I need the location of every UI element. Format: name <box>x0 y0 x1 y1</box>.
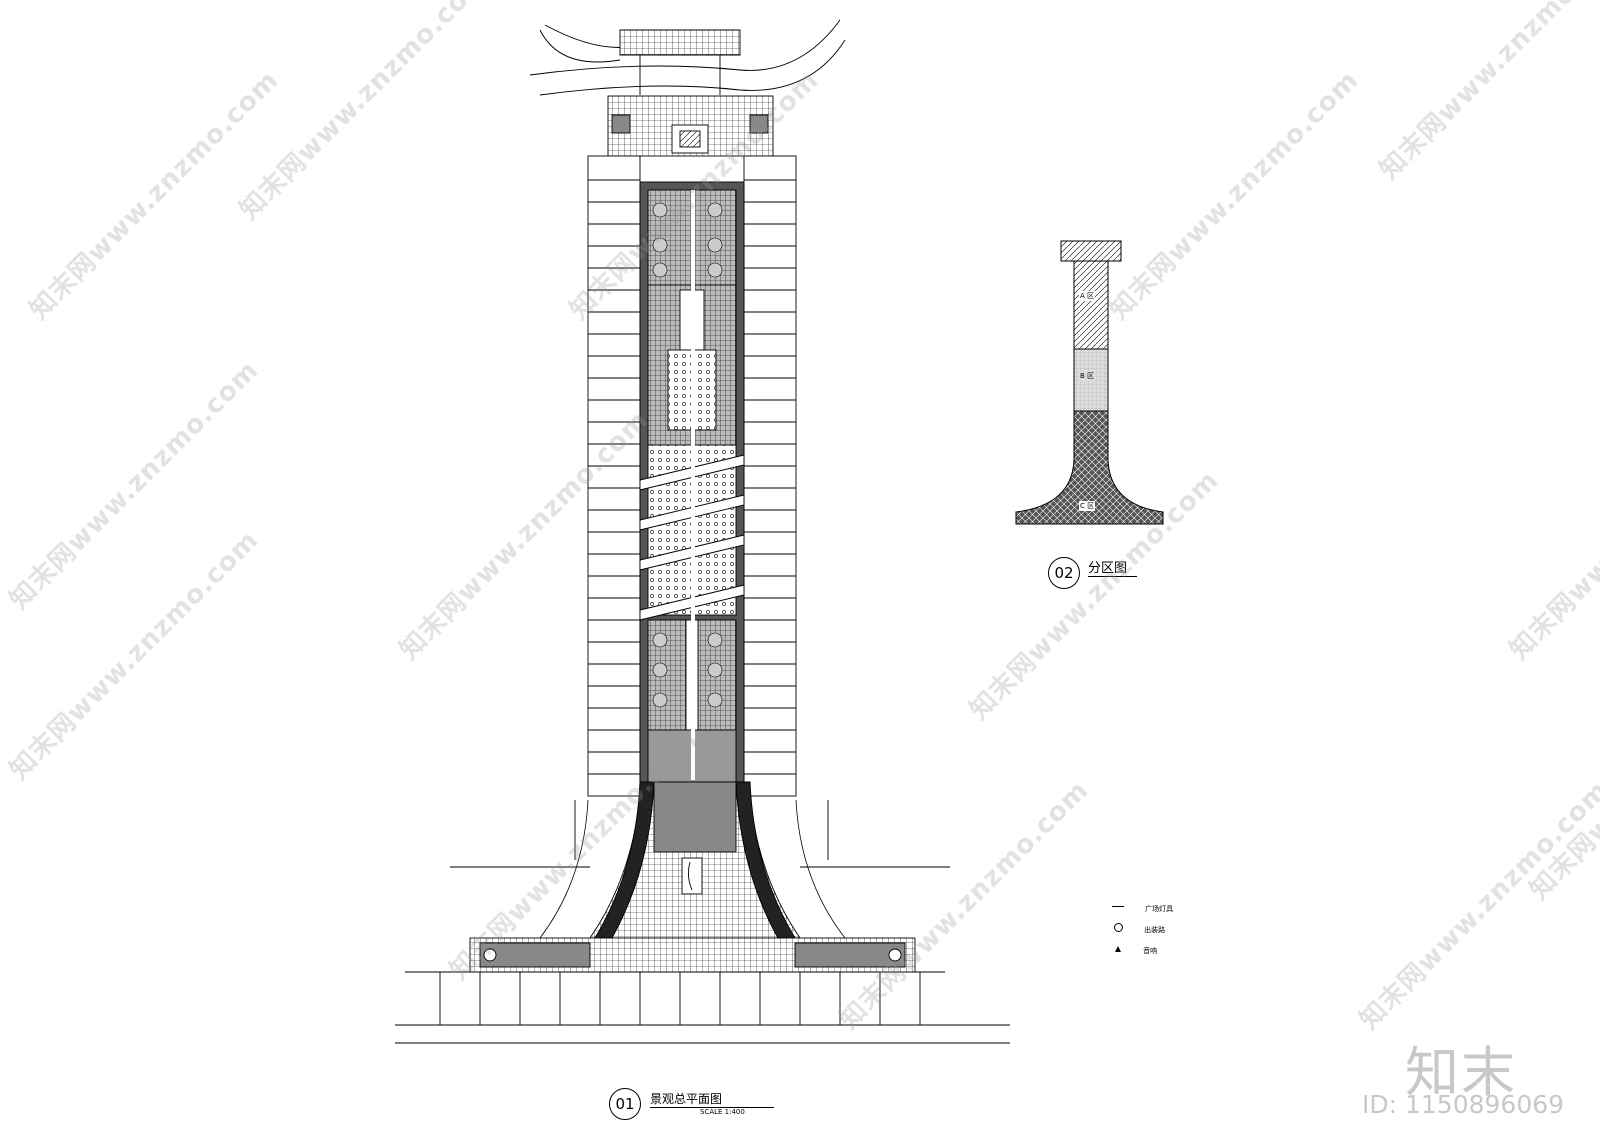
brand-id: ID: 1150896069 <box>1362 1090 1565 1119</box>
tree-icon <box>707 692 723 708</box>
legend-label: 音响 <box>1143 947 1158 955</box>
tree-symbols <box>652 202 723 708</box>
legend-label: 出装路 <box>1144 926 1166 934</box>
tree-icon <box>652 202 668 218</box>
main-plan-scale: SCALE 1:400 <box>700 1108 745 1116</box>
tree-icon <box>707 632 723 648</box>
tree-icon <box>652 262 668 278</box>
tree-icon <box>652 662 668 678</box>
tree-icon <box>707 262 723 278</box>
bottom-structure-lines <box>439 972 921 1025</box>
tree-icon <box>707 237 723 253</box>
zone-label-b: B 区 <box>1079 371 1096 381</box>
zoning-diagram <box>1015 240 1164 525</box>
tree-icon <box>652 237 668 253</box>
tree-icon <box>652 632 668 648</box>
legend-item-lamp: 广场灯具 <box>1112 896 1173 915</box>
zone-label-c: C 区 <box>1079 501 1096 511</box>
main-plan-number: 01 <box>609 1088 641 1120</box>
zoning-plan-title: 分区图 <box>1088 557 1138 577</box>
right-shop-units <box>744 179 796 775</box>
brand-logo: 知末 <box>1405 1041 1517 1104</box>
zoning-plan-number: 02 <box>1048 557 1080 589</box>
legend-label: 广场灯具 <box>1145 905 1174 913</box>
circle-symbol-icon <box>1114 923 1123 932</box>
left-shop-units <box>588 179 640 775</box>
triangle-symbol-icon <box>1115 945 1121 952</box>
main-plan <box>395 19 1010 1044</box>
legend-item-circle: 出装路 <box>1114 917 1165 936</box>
tree-icon <box>707 662 723 678</box>
tree-icon <box>707 202 723 218</box>
tree-icon <box>652 692 668 708</box>
zone-label-a: A 区 <box>1079 291 1096 301</box>
legend-item-speaker: 音响 <box>1115 938 1157 957</box>
lamp-line-icon <box>1112 906 1124 907</box>
main-plan-title: 景观总平面图 <box>650 1090 775 1108</box>
